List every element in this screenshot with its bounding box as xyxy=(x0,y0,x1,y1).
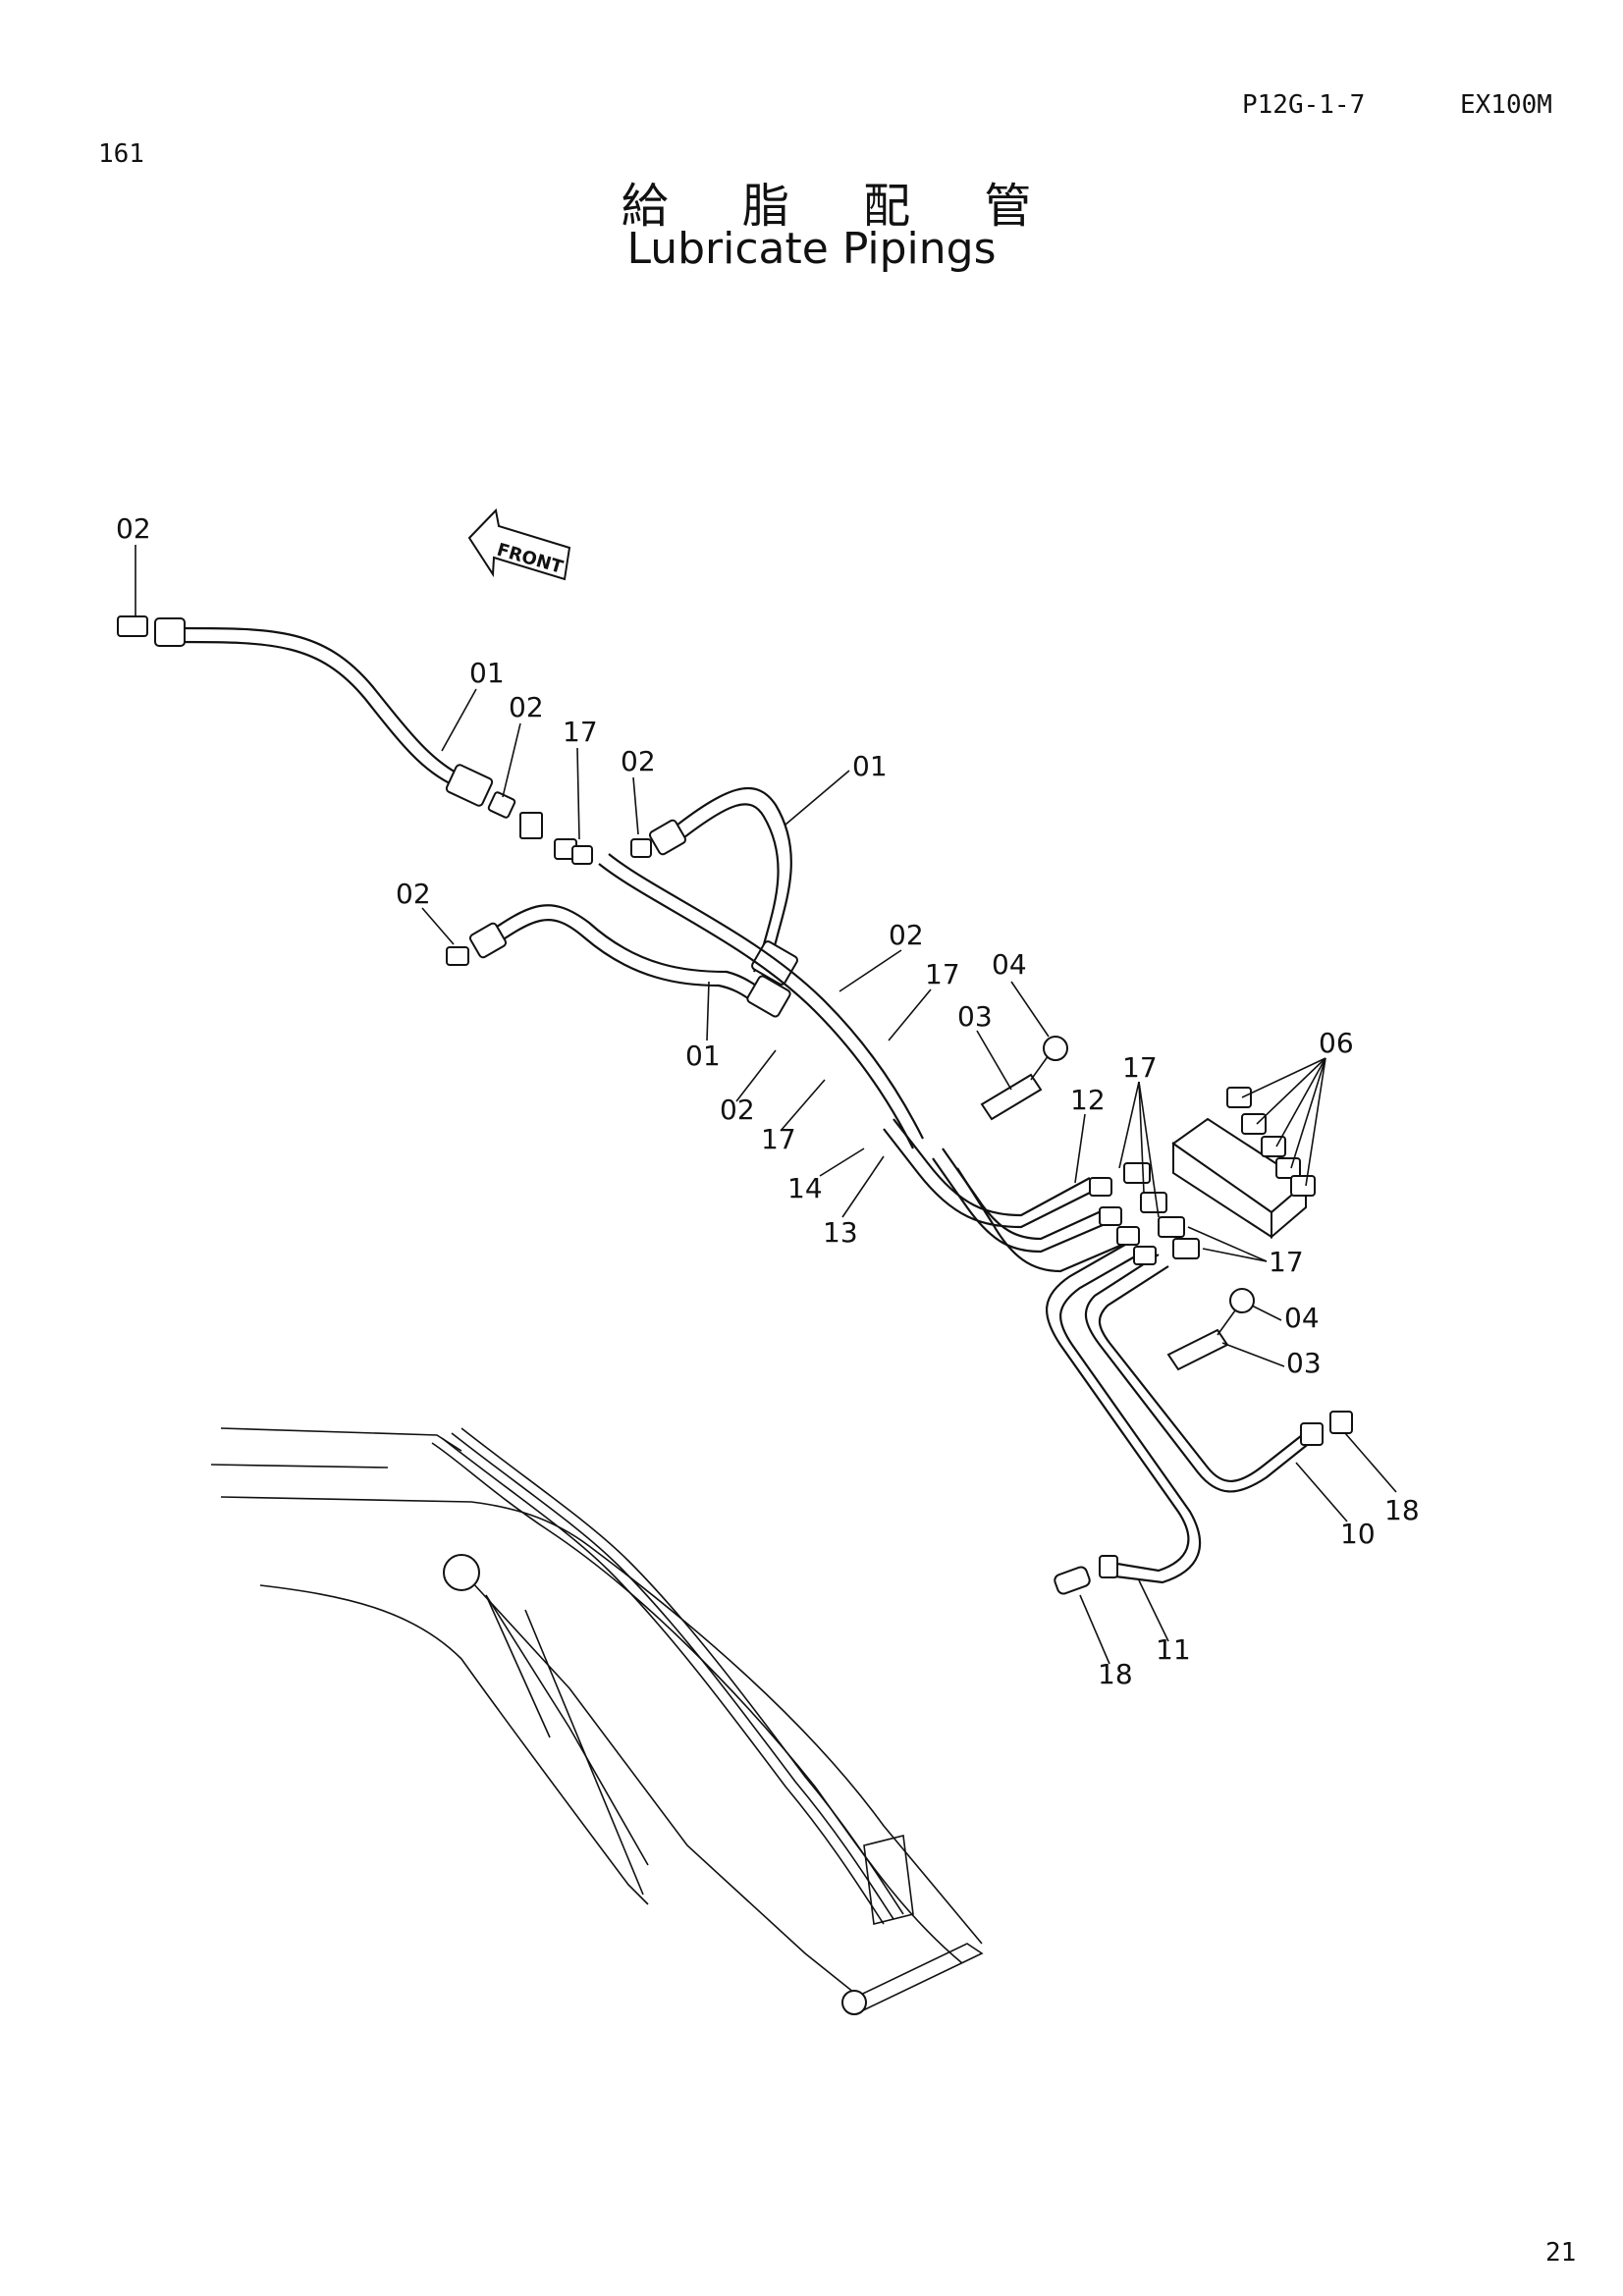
callout-18: 18 xyxy=(1384,1494,1420,1526)
model-code: EX100M xyxy=(1460,90,1552,120)
callout-17: 17 xyxy=(925,958,960,990)
callout-10: 10 xyxy=(1340,1518,1376,1550)
callout-17: 17 xyxy=(563,716,598,748)
callout-06: 06 xyxy=(1319,1027,1354,1059)
callout-18: 18 xyxy=(1098,1658,1133,1690)
boom-outline xyxy=(210,1427,984,2015)
rigid-pipes xyxy=(598,853,1317,1584)
callout-02: 02 xyxy=(621,745,656,777)
callout-02: 02 xyxy=(889,919,924,951)
callout-02: 02 xyxy=(720,1094,755,1126)
title-japanese: 給 脂 配 管 xyxy=(621,179,1061,234)
front-arrow-icon: FRONT xyxy=(467,507,571,581)
callout-12: 12 xyxy=(1070,1084,1106,1116)
bracket-upper xyxy=(980,1036,1068,1121)
hose-upper-left xyxy=(117,615,516,819)
fittings-cluster xyxy=(1089,1162,1200,1265)
callout-01: 01 xyxy=(685,1040,721,1072)
bracket-lower xyxy=(1166,1288,1255,1371)
callout-13: 13 xyxy=(823,1216,858,1249)
callout-03: 03 xyxy=(1286,1347,1322,1379)
callout-04: 04 xyxy=(992,948,1027,981)
callout-labels: 02 01 02 17 02 01 02 01 02 17 04 03 02 1… xyxy=(116,512,1420,1690)
sheet-code: P12G-1-7 xyxy=(1242,90,1366,120)
title-english: Lubricate Pipings xyxy=(626,224,997,274)
callout-03: 03 xyxy=(957,1000,993,1033)
callout-01: 01 xyxy=(852,750,888,782)
callout-04: 04 xyxy=(1284,1302,1320,1334)
callout-17: 17 xyxy=(1269,1246,1304,1278)
callout-17: 17 xyxy=(1122,1051,1158,1084)
callout-02: 02 xyxy=(396,878,431,910)
distribution-block xyxy=(1171,1087,1316,1240)
hose-middle xyxy=(630,786,798,986)
callout-02: 02 xyxy=(509,691,544,723)
callout-11: 11 xyxy=(1156,1633,1191,1666)
callout-17: 17 xyxy=(761,1123,796,1155)
leader-lines xyxy=(135,545,1397,1665)
hose-lower-left xyxy=(446,904,791,1018)
callout-14: 14 xyxy=(787,1172,823,1204)
page-number: 161 xyxy=(98,139,144,169)
callout-02: 02 xyxy=(116,512,151,545)
callout-01: 01 xyxy=(469,657,505,689)
footer-page: 21 xyxy=(1545,2238,1577,2268)
